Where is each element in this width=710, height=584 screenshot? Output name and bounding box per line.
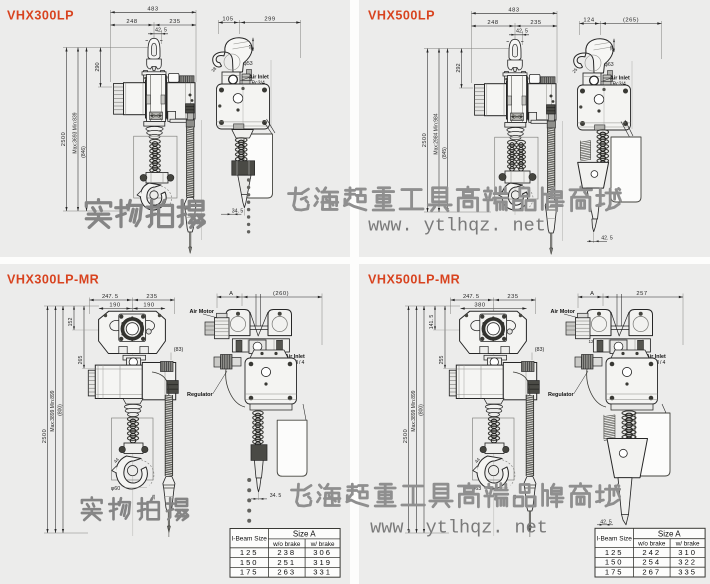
svg-text:267: 267 [642,567,661,576]
svg-text:Air Motor: Air Motor [551,309,576,315]
svg-text:Max:3693 Min:839: Max:3693 Min:839 [72,112,78,153]
svg-text:42. 5: 42. 5 [600,519,612,525]
svg-text:44: 44 [474,457,481,464]
svg-text:335: 335 [678,567,697,576]
svg-text:247. 5: 247. 5 [102,294,118,300]
svg-text:φ63: φ63 [472,486,482,492]
svg-text:VHX300LP: VHX300LP [7,8,74,22]
svg-text:105: 105 [222,16,233,22]
svg-text:35: 35 [151,494,156,499]
svg-text:A: A [590,291,594,297]
svg-text:251: 251 [277,558,296,567]
svg-text:(83): (83) [535,347,545,353]
svg-text:265: 265 [78,356,84,365]
svg-text:Size A: Size A [293,530,316,539]
svg-text:44: 44 [248,44,253,50]
svg-text:380: 380 [474,303,485,309]
svg-text:Max:3899 Min:899: Max:3899 Min:899 [411,390,417,431]
svg-text:Regulator: Regulator [187,392,214,398]
svg-text:(845): (845) [442,147,448,159]
svg-text:38: 38 [609,45,614,51]
svg-text:483: 483 [147,6,158,12]
svg-text:Air Motor: Air Motor [190,309,215,315]
svg-text:175: 175 [605,567,624,576]
svg-text:235: 235 [507,294,518,300]
svg-text:25: 25 [571,67,578,74]
svg-text:12: 12 [588,339,594,344]
svg-text:255: 255 [439,356,445,365]
svg-text:(846): (846) [81,146,87,158]
svg-text:242: 242 [642,548,661,557]
svg-text:331: 331 [313,568,332,577]
svg-text:247. 5: 247. 5 [463,294,479,300]
svg-text:Size A: Size A [658,530,681,539]
svg-text:235: 235 [169,19,180,25]
svg-text:38: 38 [210,66,217,73]
svg-text:φ60: φ60 [111,486,121,492]
svg-text:A: A [229,291,233,297]
svg-text:44: 44 [113,457,120,464]
svg-text:Air Inlet: Air Inlet [249,75,269,81]
svg-text:w/ brake: w/ brake [310,541,335,548]
svg-text:141. 5: 141. 5 [429,315,435,330]
svg-text:(83): (83) [174,347,184,353]
svg-text:www. ytlhqz. net: www. ytlhqz. net [370,518,548,539]
svg-text:292: 292 [456,63,462,72]
svg-text:152: 152 [68,318,74,327]
svg-text:42. 5: 42. 5 [155,28,167,34]
svg-text:299: 299 [264,16,275,22]
svg-text:319: 319 [313,558,332,567]
svg-text:φ53: φ53 [244,61,253,67]
svg-text:290: 290 [95,62,101,71]
svg-text:Air Inlet: Air Inlet [285,354,305,360]
svg-text:Max:3899 Min:899: Max:3899 Min:899 [50,390,56,431]
svg-text:248: 248 [487,20,498,26]
svg-text:257: 257 [636,291,647,297]
svg-text:2500: 2500 [422,133,428,147]
svg-text:124: 124 [583,17,594,23]
svg-text:I-Beam Size: I-Beam Size [231,536,267,543]
svg-text:125: 125 [240,548,259,557]
svg-text:Regulator: Regulator [548,392,575,398]
svg-text:42. 5: 42. 5 [516,29,528,35]
svg-text:322: 322 [678,558,697,567]
svg-text:483: 483 [508,7,519,13]
svg-text:34. 5: 34. 5 [270,493,282,499]
svg-text:VHX300LP-MR: VHX300LP-MR [7,272,99,286]
svg-text:235: 235 [530,20,541,26]
svg-text:263: 263 [277,568,296,577]
svg-text:Max:2984 Min:984: Max:2984 Min:984 [433,113,439,154]
svg-text:254: 254 [642,558,661,567]
svg-text:VHX500LP-MR: VHX500LP-MR [368,272,460,286]
svg-text:(265): (265) [623,17,639,23]
svg-text:2500: 2500 [403,429,409,443]
svg-text:(800): (800) [418,404,424,416]
svg-text:34. 5: 34. 5 [232,209,244,215]
svg-text:175: 175 [240,568,259,577]
svg-text:235: 235 [146,294,157,300]
svg-text:Air Inlet: Air Inlet [610,76,630,82]
svg-text:www. ytlhqz. net: www. ytlhqz. net [368,216,546,237]
svg-text:Air Inlet: Air Inlet [646,354,666,360]
svg-text:w/o brake: w/o brake [272,541,301,548]
svg-text:(260): (260) [273,291,289,297]
svg-text:190: 190 [109,303,120,309]
svg-text:2500: 2500 [61,132,67,146]
svg-text:VHX500LP: VHX500LP [368,8,435,22]
svg-text:238: 238 [277,548,296,557]
svg-text:190: 190 [143,303,154,309]
svg-text:150: 150 [240,558,259,567]
svg-text:248: 248 [126,19,137,25]
svg-text:I-Beam Size: I-Beam Size [596,536,632,543]
svg-text:(800): (800) [57,404,63,416]
svg-text:306: 306 [313,548,332,557]
svg-text:310: 310 [678,548,697,557]
svg-text:2500: 2500 [42,429,48,443]
svg-text:φ63: φ63 [605,62,614,68]
svg-text:125: 125 [605,548,624,557]
svg-text:42. 5: 42. 5 [601,236,613,242]
svg-text:150: 150 [605,558,624,567]
svg-text:w/ brake: w/ brake [675,541,700,548]
svg-text:w/o brake: w/o brake [637,541,666,548]
